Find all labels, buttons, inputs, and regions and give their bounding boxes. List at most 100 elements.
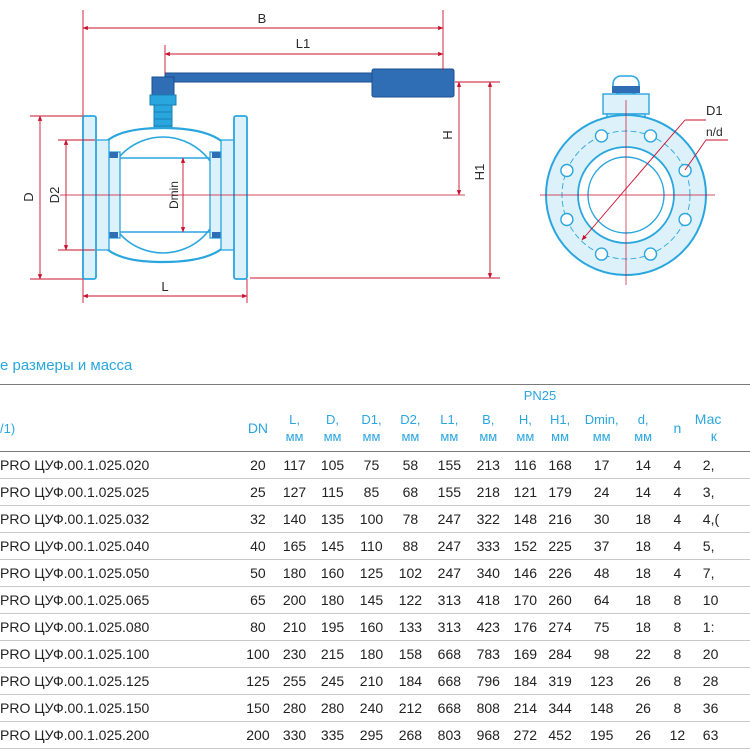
cell-model: PRO ЦУФ.00.1.025.080 <box>0 613 240 641</box>
side-view-dimensions <box>30 10 500 303</box>
column-unit: мм <box>285 429 304 444</box>
cell-l: 210 <box>276 613 314 641</box>
cell-dmin: 123 <box>577 667 627 695</box>
valve-stem-top <box>151 76 175 96</box>
cell-d: 180 <box>313 586 352 614</box>
cell-n: 8 <box>660 640 695 668</box>
cell-b: 218 <box>468 478 508 506</box>
column-header: B,мм <box>468 405 508 452</box>
cell-mass: 10 <box>694 586 750 614</box>
column-name: L, <box>289 412 300 427</box>
cell-l: 180 <box>276 559 314 587</box>
cell-dn: 125 <box>239 667 276 695</box>
cell-d: 14 <box>626 478 661 506</box>
cell-h1: 319 <box>542 667 578 695</box>
cell-d1: 85 <box>352 478 391 506</box>
cell-dn: 32 <box>239 505 276 533</box>
cell-dmin: 17 <box>577 451 627 479</box>
n-header: n <box>660 405 695 452</box>
cell-d: 135 <box>313 505 352 533</box>
cell-dmin: 148 <box>577 694 627 722</box>
dim-label-nd: n/d <box>706 125 723 139</box>
cell-h: 272 <box>507 721 543 749</box>
dim-label-D: D <box>21 192 36 201</box>
valve-front-view <box>540 75 728 285</box>
cell-b: 783 <box>468 640 508 668</box>
cell-dmin: 24 <box>577 478 627 506</box>
cell-d: 195 <box>313 613 352 641</box>
cell-h1: 179 <box>542 478 578 506</box>
cell-mass: 1: <box>694 613 750 641</box>
column-header: D2,мм <box>390 405 430 452</box>
cell-l: 230 <box>276 640 314 668</box>
cell-d1: 100 <box>352 505 391 533</box>
cell-n: 8 <box>660 667 695 695</box>
column-name: D1, <box>361 412 382 427</box>
pn-label: PN25 <box>507 384 627 405</box>
cell-d2: 268 <box>390 721 430 749</box>
cell-l1: 668 <box>429 640 469 668</box>
cell-l1: 313 <box>429 613 469 641</box>
dim-label-H1: H1 <box>472 164 487 181</box>
right-flange <box>233 115 248 280</box>
column-header: L1,мм <box>429 405 469 452</box>
cell-d1: 125 <box>352 559 391 587</box>
cell-model: PRO ЦУФ.00.1.025.100 <box>0 640 240 668</box>
cell-d: 280 <box>313 694 352 722</box>
column-header: D1, мм <box>352 405 391 452</box>
valve-handle-bar <box>164 72 376 83</box>
cell-mass: 7, <box>694 559 750 587</box>
cell-dmin: 48 <box>577 559 627 587</box>
cell-dn: 80 <box>239 613 276 641</box>
column-name: B, <box>482 412 495 427</box>
cell-n: 8 <box>660 613 695 641</box>
cell-d2: 68 <box>390 478 430 506</box>
cell-h: 116 <box>507 451 543 479</box>
cell-n: 4 <box>660 559 695 587</box>
column-name: H1, <box>549 412 571 427</box>
column-unit: мм <box>362 429 381 444</box>
cell-d: 215 <box>313 640 352 668</box>
left-flange <box>82 115 97 280</box>
cell-l1: 247 <box>429 532 469 560</box>
dim-label-B: B <box>258 11 267 26</box>
cell-n: 8 <box>660 586 695 614</box>
cell-d: 26 <box>626 667 661 695</box>
cell-d1: 160 <box>352 613 391 641</box>
cell-n: 4 <box>660 478 695 506</box>
cell-l: 127 <box>276 478 314 506</box>
cell-h1: 168 <box>542 451 578 479</box>
cell-dn: 150 <box>239 694 276 722</box>
cell-d1: 180 <box>352 640 391 668</box>
cell-d1: 295 <box>352 721 391 749</box>
cell-d2: 133 <box>390 613 430 641</box>
column-header: D,мм <box>313 405 352 452</box>
cell-mass: 5, <box>694 532 750 560</box>
dn-header: DN <box>239 405 276 452</box>
cell-dmin: 98 <box>577 640 627 668</box>
cell-model: PRO ЦУФ.00.1.025.125 <box>0 667 240 695</box>
section-title: е размеры и масса <box>0 357 133 374</box>
cell-h: 170 <box>507 586 543 614</box>
cell-d2: 102 <box>390 559 430 587</box>
mass-unit: к <box>710 428 717 444</box>
cell-h1: 260 <box>542 586 578 614</box>
cell-dn: 50 <box>239 559 276 587</box>
cell-dmin: 30 <box>577 505 627 533</box>
cell-l: 330 <box>276 721 314 749</box>
cell-dmin: 195 <box>577 721 627 749</box>
mass-label: Мас <box>694 411 722 427</box>
valve-side-view <box>60 68 465 280</box>
cell-d2: 122 <box>390 586 430 614</box>
cell-h1: 226 <box>542 559 578 587</box>
cell-h: 176 <box>507 613 543 641</box>
dim-label-Dmin: Dmin <box>167 181 181 209</box>
